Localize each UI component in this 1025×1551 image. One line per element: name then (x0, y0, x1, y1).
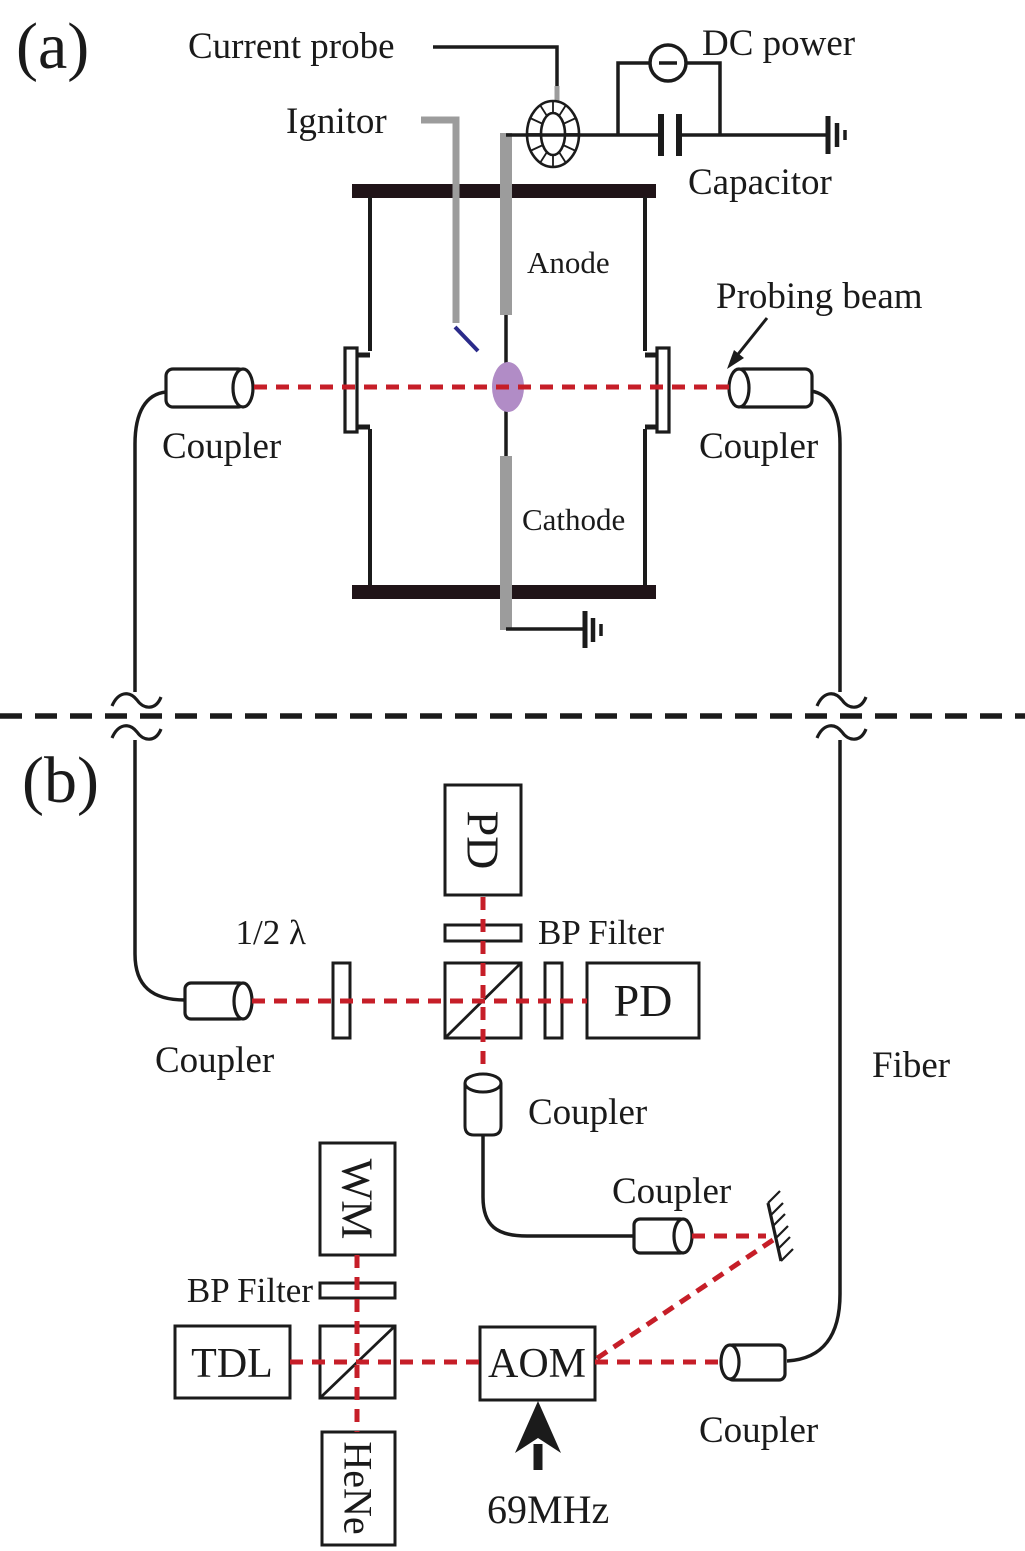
aom-label: AOM (488, 1341, 586, 1387)
pd-top-label: PD (458, 811, 509, 870)
half-wave-label: 1/2 λ (236, 913, 306, 952)
hene-label: HeNe (336, 1441, 381, 1534)
mirror (766, 1190, 794, 1262)
discharge-circuit (506, 43, 847, 156)
ignitor-tip (453, 325, 480, 353)
panel-a-label: (a) (16, 10, 89, 83)
coupler-b-mid-label: Coupler (612, 1171, 731, 1212)
rf-frequency-label: 69MHz (487, 1487, 609, 1532)
laser-beams (252, 897, 775, 1432)
coupler-b-left (183, 981, 254, 1021)
aom-box (478, 1325, 597, 1402)
bp-filter-top-label: BP Filter (538, 913, 664, 952)
cathode-rod (500, 456, 512, 630)
coupler-a-right (727, 367, 814, 409)
fiber-vertical-to-mid-coupler (481, 1135, 633, 1238)
tdl-box (173, 1324, 292, 1400)
hene-box (320, 1430, 397, 1547)
wm-box (318, 1141, 397, 1257)
coupler-b-vertical-label: Coupler (528, 1092, 647, 1133)
current-probe-pointer (433, 45, 559, 88)
wm-label: WM (333, 1159, 382, 1240)
left-window-flange (343, 346, 370, 434)
ground-symbol-circuit (825, 116, 847, 154)
coupler-a-left-label: Coupler (162, 426, 281, 467)
anode-label: Anode (527, 245, 610, 280)
probing-beam-arrow (727, 317, 769, 369)
current-probe-label: Current probe (188, 26, 395, 67)
electrodes (500, 133, 512, 630)
coupler-a-left (164, 367, 255, 409)
panel-b: (b) (22, 744, 950, 1547)
anode-rod (500, 133, 512, 315)
bp-filter-bottom-label: BP Filter (187, 1271, 313, 1310)
rf-drive-arrow (515, 1401, 561, 1470)
cathode-label: Cathode (522, 502, 625, 537)
dc-power-branch (616, 61, 722, 135)
tdl-label: TDL (191, 1341, 273, 1387)
capacitor-plates (658, 114, 682, 156)
coupler-b-right-label: Coupler (699, 1410, 818, 1451)
coupler-a-right-label: Coupler (699, 426, 818, 467)
fiber-left (110, 390, 186, 1002)
coupler-b-mid (632, 1217, 694, 1255)
right-window-flange (645, 346, 671, 434)
fiber-right (786, 389, 868, 1363)
probing-beam-label: Probing beam (716, 276, 923, 317)
ground-symbol-cathode (582, 611, 603, 648)
fiber-break-right (815, 692, 868, 741)
capacitor-label: Capacitor (688, 162, 832, 203)
ignitor-label: Ignitor (286, 101, 387, 142)
coupler-b-vertical (463, 1072, 503, 1137)
pd-top-box (443, 783, 523, 897)
fiber-break-left (110, 692, 163, 741)
panel-a: (a) (16, 10, 923, 1363)
dc-power-label: DC power (702, 23, 855, 64)
beam-mirror-to-aom (594, 1237, 775, 1362)
ignitor-lead (421, 116, 460, 323)
coupler-b-right (719, 1343, 787, 1382)
pd-right-box (585, 961, 701, 1040)
coupler-b-left-label: Coupler (155, 1040, 274, 1081)
fiber-label: Fiber (872, 1045, 950, 1086)
panel-b-label: (b) (22, 744, 99, 817)
pd-right-label: PD (614, 975, 673, 1026)
